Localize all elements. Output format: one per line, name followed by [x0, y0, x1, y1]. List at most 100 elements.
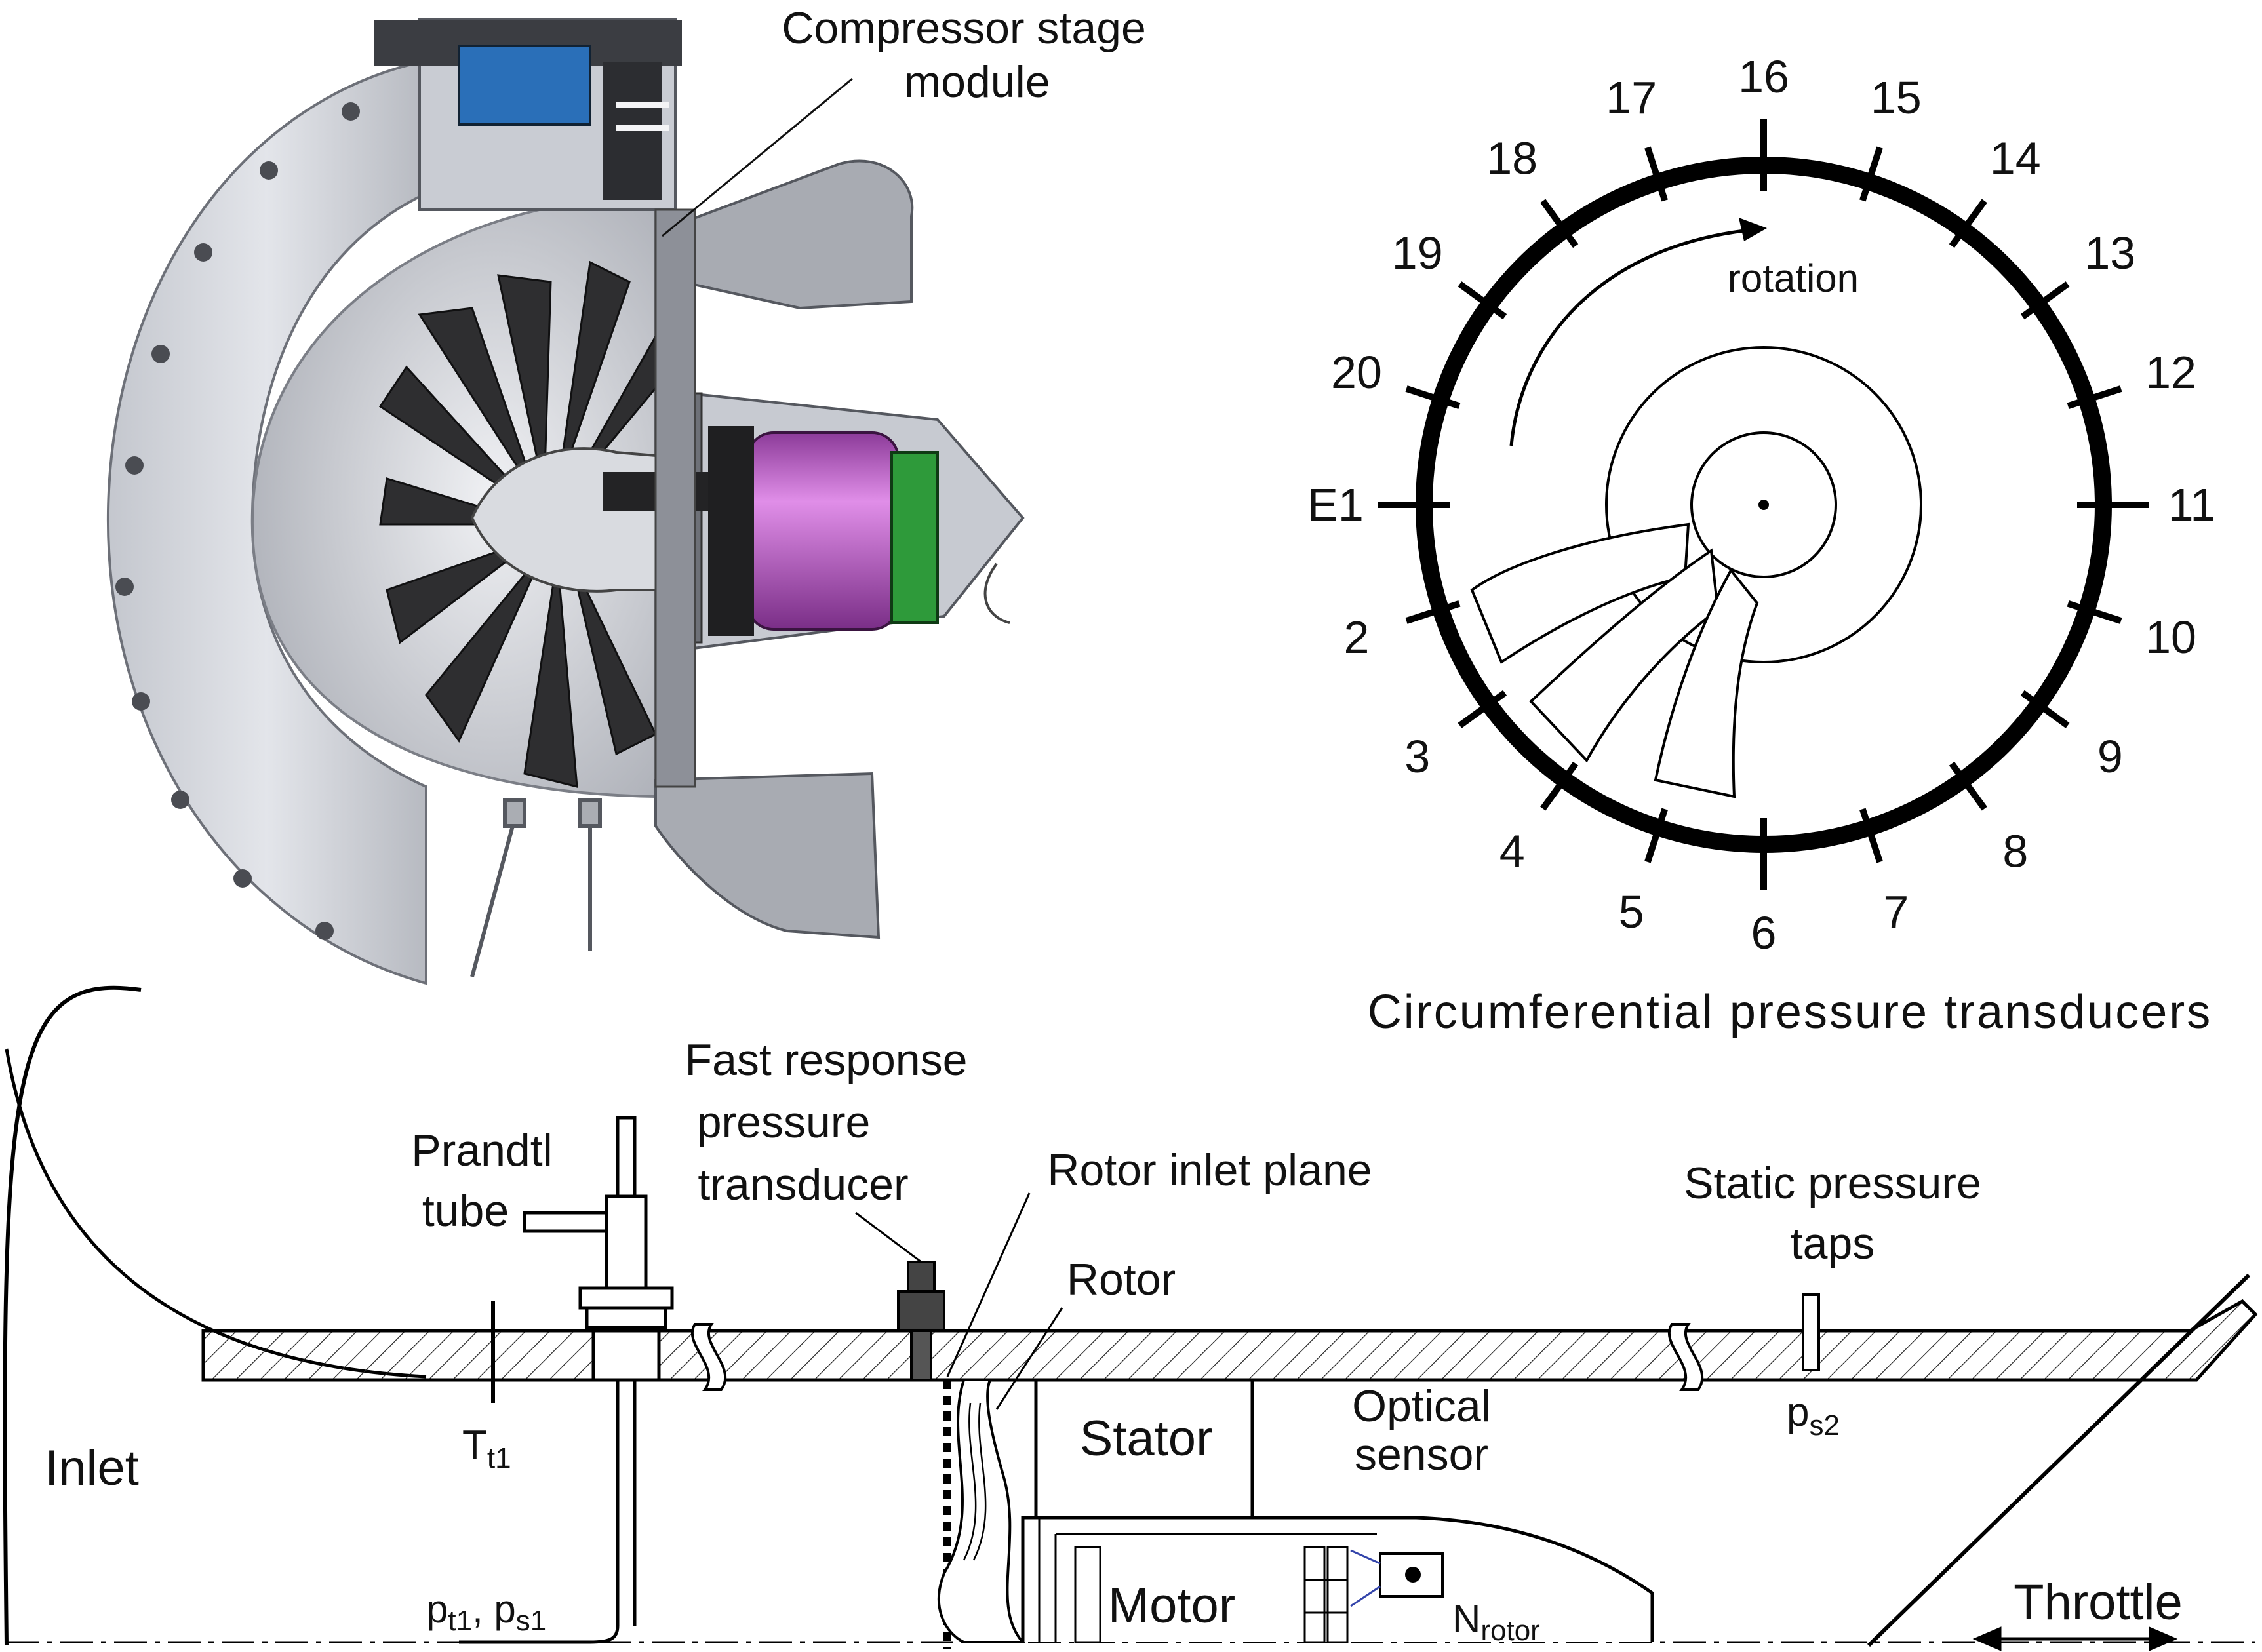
rotor-label: Rotor [1067, 1255, 1176, 1305]
nrotor-main: N [1452, 1597, 1480, 1641]
transducer-tick [2067, 600, 2122, 624]
throttle-arrow [1972, 1626, 2178, 1651]
transducer-label: 4 [1499, 825, 1525, 876]
ps2-main: p [1787, 1390, 1809, 1435]
fast-response-label-line3: transducer [698, 1160, 908, 1210]
comma: , [472, 1587, 494, 1631]
motor-pcb [890, 451, 939, 624]
prandtl-label-line2: tube [422, 1186, 509, 1236]
transducer-label: 3 [1404, 731, 1430, 782]
tt1-label: Tt1 [462, 1423, 511, 1474]
tt1-sub: t1 [487, 1442, 511, 1474]
motor-cooling-fins [1303, 1546, 1349, 1643]
rotor-inlet-plane-leader [946, 1192, 1031, 1377]
transducer-tick [1859, 808, 1883, 863]
break-symbols [690, 1323, 1704, 1391]
transducer-label: 17 [1606, 72, 1657, 123]
ring-outer-hub [1605, 346, 1922, 663]
compressor-cutaway-render: Compressor stage module [106, 3, 1146, 985]
transducer-label: 9 [2097, 731, 2123, 782]
ps2-label: ps2 [1787, 1390, 1840, 1442]
stage-module-casing [654, 208, 696, 788]
casing-wall [201, 1299, 2258, 1382]
blade-outlines [1470, 522, 1759, 798]
inlet-label: Inlet [45, 1440, 139, 1496]
throttle-label: Throttle [2014, 1575, 2183, 1630]
transducer-label: 11 [2168, 479, 2216, 530]
module-label-line1: Compressor stage [782, 3, 1146, 53]
pt1-ps1-label: pt1, ps1 [426, 1587, 546, 1637]
static-pressure-tap [1802, 1293, 1820, 1371]
nrotor-label: Nrotor [1452, 1597, 1540, 1647]
transducer-ticks [1378, 119, 2149, 890]
transducer-label: 7 [1883, 886, 1909, 937]
transducer-tick [1949, 199, 1987, 248]
transducer-tick [1405, 385, 1461, 409]
transducer-label: E1 [1307, 479, 1364, 530]
nrotor-sub: rotor [1480, 1615, 1539, 1647]
transducer-tick [1949, 761, 1987, 811]
transducer-label: 10 [2145, 612, 2196, 663]
module-leader-line [662, 77, 853, 237]
module-label-line2: module [903, 57, 1050, 107]
transducer-tick [1859, 146, 1883, 202]
ps2-sub: s2 [1809, 1409, 1839, 1442]
bellmouth-inlet [3, 985, 142, 1646]
tt1-main: T [462, 1423, 487, 1468]
transducer-tick [2020, 690, 2070, 728]
fast-response-label-line2: pressure [697, 1097, 871, 1147]
transducer-tick [1644, 146, 1668, 202]
optical-label-line1: Optical [1352, 1381, 1491, 1431]
ring-centre-dot [1758, 500, 1769, 510]
ps1-main: p [494, 1587, 515, 1631]
ring-caption: Circumferential pressure transducers [1368, 986, 2212, 1038]
static-pressure-label-line1: Static pressure [1684, 1158, 1981, 1208]
optical-label-line2: sensor [1355, 1430, 1488, 1480]
transducer-label: 18 [1486, 133, 1538, 184]
transducer-tick [1405, 600, 1461, 624]
rear-casing-upper [681, 159, 914, 310]
transducer-label: 14 [1990, 133, 2041, 184]
transducer-label: 20 [1331, 347, 1382, 398]
ring-inner-hub [1690, 431, 1837, 578]
rotor-blade-section [938, 1379, 1026, 1643]
transducer-tick [1540, 199, 1579, 248]
transducer-label: 13 [2084, 227, 2135, 279]
rig-cross-section: Prandtl tube Fast response pressure tran… [3, 985, 2258, 1651]
pt1-sub: t1 [448, 1605, 472, 1637]
motor-body-render [746, 431, 900, 631]
transducer-label: 15 [1871, 72, 1922, 123]
transducer-label: 16 [1738, 51, 1789, 102]
inlet-flange [106, 60, 427, 985]
transducer-label: 2 [1343, 612, 1369, 663]
transducer-tick [2020, 281, 2070, 320]
fast-response-transducer [855, 1211, 945, 1381]
rotor-inlet-plane-label: Rotor inlet plane [1047, 1145, 1372, 1195]
rotor-leader [995, 1307, 1063, 1410]
pt1-main: p [426, 1587, 448, 1631]
motor-label: Motor [1108, 1578, 1235, 1634]
fast-response-label-line1: Fast response [685, 1035, 968, 1085]
static-pressure-label-line2: taps [1791, 1219, 1875, 1268]
transducer-tick [1458, 690, 1507, 728]
throttle-plate [1867, 1273, 2251, 1647]
transducer-label: 19 [1392, 227, 1443, 279]
transducer-tick [1644, 808, 1668, 863]
rear-casing-lower [654, 772, 881, 939]
rotation-label: rotation [1728, 256, 1859, 300]
connector-cable-blue [458, 45, 591, 126]
stator-label: Stator [1080, 1411, 1213, 1466]
transducer-label: 5 [1619, 886, 1644, 937]
transducer-tick [1540, 761, 1579, 811]
flange-bolt-holes [115, 102, 360, 940]
optical-sensor-dot [1405, 1567, 1421, 1583]
transducer-label: 8 [2002, 825, 2028, 876]
ps1-sub: s1 [516, 1605, 546, 1637]
rotation-arrow [1509, 229, 1745, 446]
transducer-tick [2067, 385, 2122, 409]
transducer-label: 6 [1751, 907, 1777, 958]
probe-stems-render [470, 798, 602, 977]
